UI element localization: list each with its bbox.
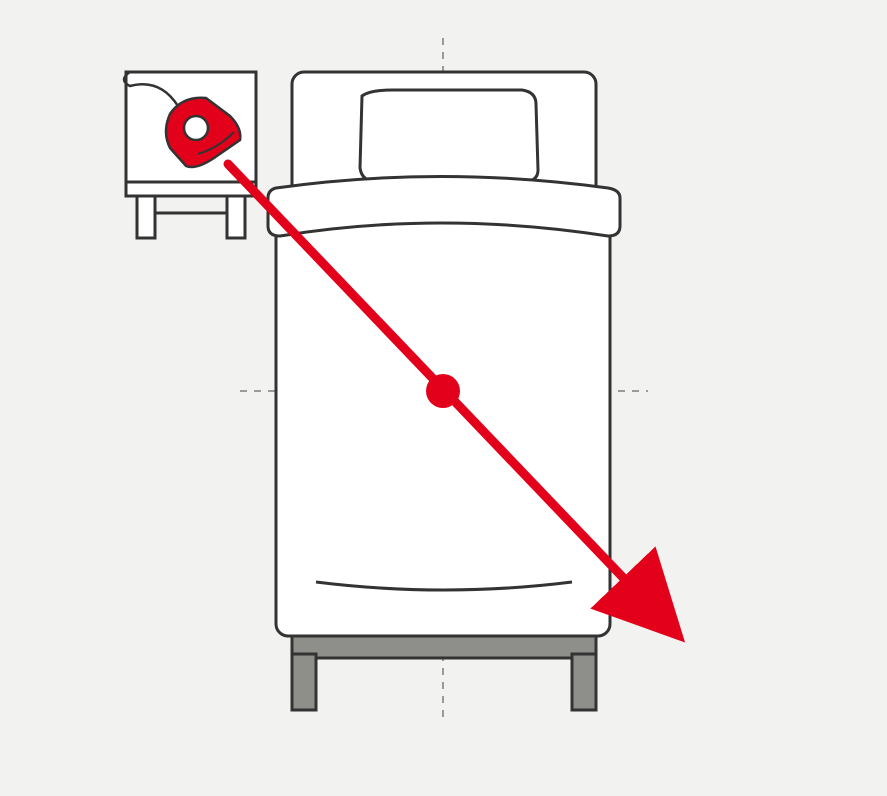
device-cable [122,70,180,107]
center-marker [426,374,460,408]
bed-mattress [274,212,612,638]
red-device [164,96,242,169]
blanket-fold [266,175,622,238]
pillow [358,88,540,184]
blanket-bottom-curve [315,580,573,592]
